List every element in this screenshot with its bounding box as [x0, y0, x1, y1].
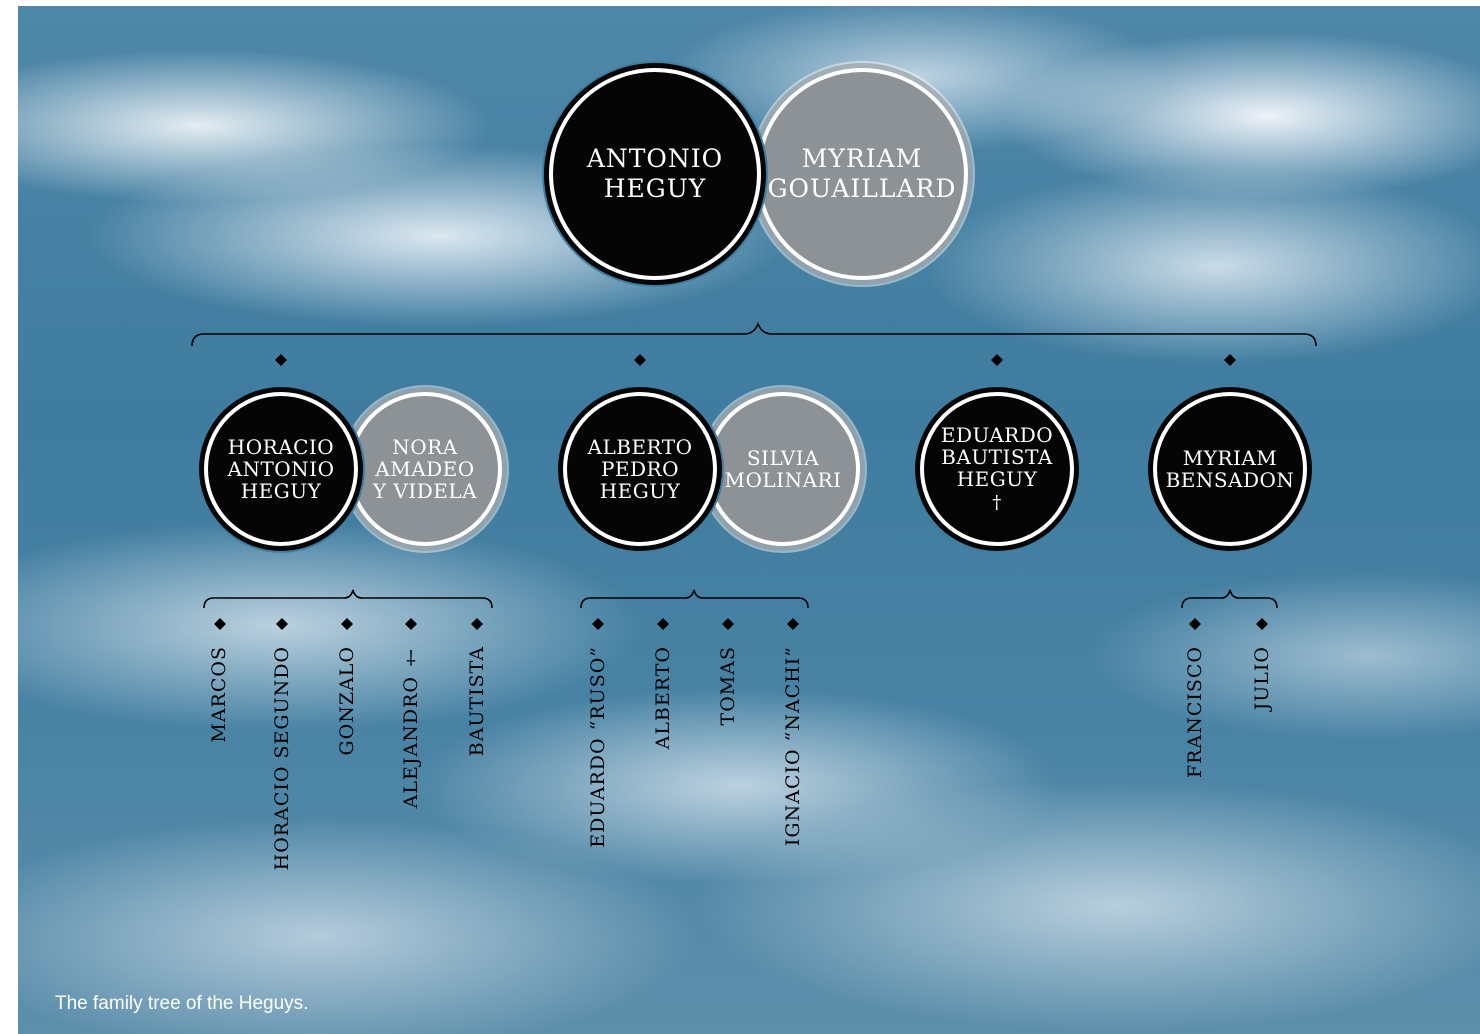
grandchild-label: HORACIO SEGUNDO	[271, 646, 293, 871]
brace-grandchildren-3	[1181, 589, 1278, 609]
diamond-gc	[657, 618, 669, 630]
diamond-gc	[341, 618, 353, 630]
node-label: ANTONIO HEGUY	[586, 144, 724, 203]
diamond-gc	[787, 618, 799, 630]
node-alberto-pedro-heguy: ALBERTO PEDRO HEGUY	[563, 392, 717, 546]
node-label: MYRIAM GOUAILLARD	[767, 144, 957, 203]
diamond-child-2	[634, 354, 646, 366]
node-label: EDUARDO BAUTISTA HEGUY †	[935, 424, 1059, 514]
grandchild-label: TOMAS	[717, 646, 739, 726]
grandchild-label: EDUARDO “RUSO”	[587, 646, 609, 848]
grandchild-label: IGNACIO “NACHI”	[782, 646, 804, 847]
node-label: HORACIO ANTONIO HEGUY	[227, 435, 335, 503]
diamond-gc	[405, 618, 417, 630]
brace-root-children	[191, 321, 1317, 347]
node-eduardo-bautista-heguy: EDUARDO BAUTISTA HEGUY †	[920, 392, 1074, 546]
brace-grandchildren-1	[203, 589, 493, 609]
family-tree-diagram: MYRIAM GOUAILLARD ANTONIO HEGUY NORA AMA…	[18, 6, 1480, 1034]
diamond-gc	[1256, 618, 1268, 630]
grandchild-label: JULIO	[1251, 646, 1273, 711]
node-label: NORA AMADEO Y VIDELA	[372, 435, 478, 503]
grandchild-label: BAUTISTA	[466, 646, 488, 757]
connectors	[191, 321, 1317, 630]
grandchild-label: FRANCISCO	[1184, 646, 1206, 779]
deceased-mark: †	[992, 492, 1002, 513]
node-label: MYRIAM BENSADON	[1165, 446, 1295, 492]
grandchild-label: ALBERTO	[652, 646, 674, 750]
node-label: ALBERTO PEDRO HEGUY	[587, 435, 693, 503]
diamond-child-3	[991, 354, 1003, 366]
node-label: SILVIA MOLINARI	[724, 446, 842, 492]
diamond-gc	[1189, 618, 1201, 630]
node-myriam-gouaillard: MYRIAM GOUAILLARD	[756, 68, 968, 280]
node-myriam-bensadon: MYRIAM BENSADON	[1153, 392, 1307, 546]
node-name: EDUARDO BAUTISTA HEGUY	[940, 423, 1054, 491]
grandchild-label: MARCOS	[208, 646, 230, 743]
figure-caption: The family tree of the Heguys.	[55, 993, 309, 1014]
diamond-gc	[592, 618, 604, 630]
brace-grandchildren-2	[580, 589, 809, 609]
node-nora-amadeo-y-videla: NORA AMADEO Y VIDELA	[348, 392, 502, 546]
diamond-gc	[471, 618, 483, 630]
diamond-gc	[276, 618, 288, 630]
grandchild-diamonds	[214, 618, 1268, 630]
node-antonio-heguy: ANTONIO HEGUY	[549, 68, 761, 280]
diamond-child-4	[1224, 354, 1236, 366]
diamond-gc	[722, 618, 734, 630]
diamond-gc	[214, 618, 226, 630]
grandchild-label: ALEJANDRO †	[400, 646, 422, 809]
diamond-child-1	[275, 354, 287, 366]
grandchild-label: GONZALO	[336, 646, 358, 756]
node-silvia-molinari: SILVIA MOLINARI	[706, 392, 860, 546]
node-horacio-antonio-heguy: HORACIO ANTONIO HEGUY	[204, 392, 358, 546]
